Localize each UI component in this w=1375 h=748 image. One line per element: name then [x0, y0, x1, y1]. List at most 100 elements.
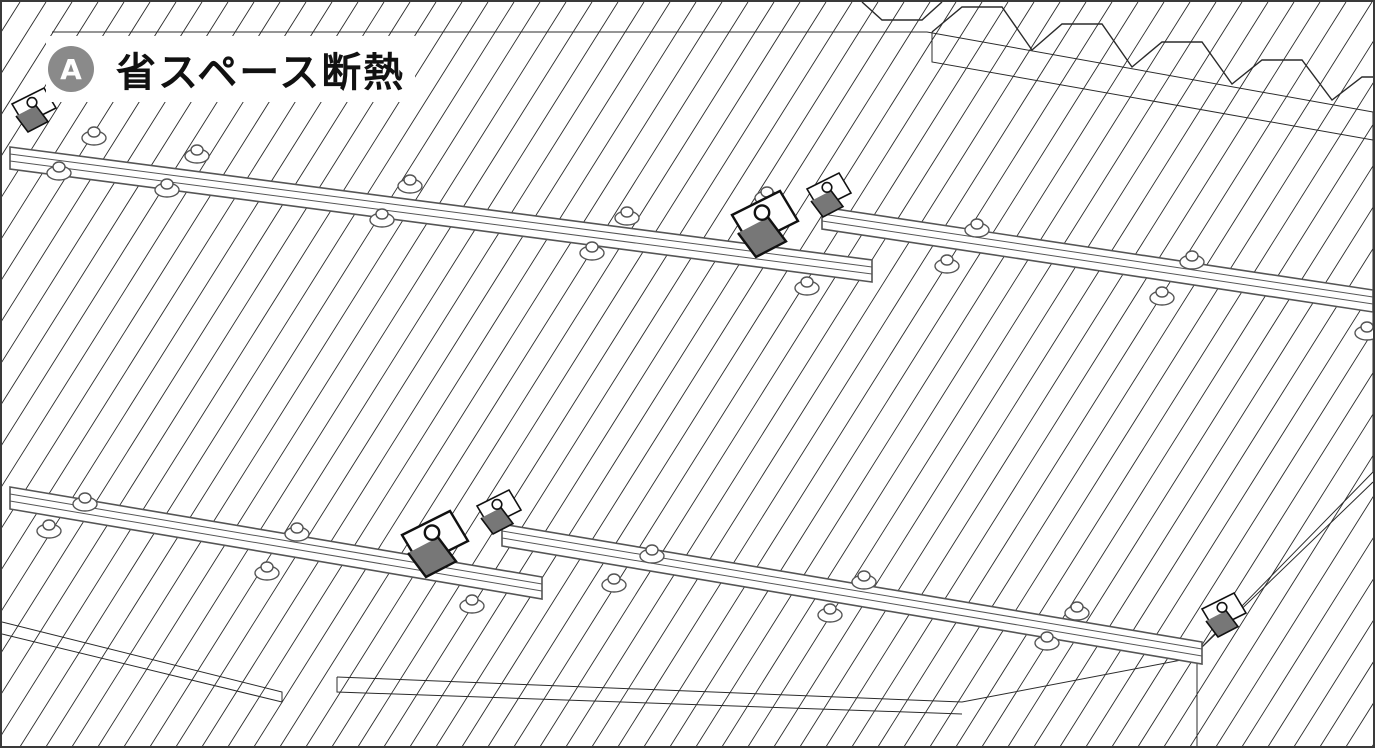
bolt-head-icon: [579, 241, 605, 261]
bolt-cap: [1155, 286, 1169, 298]
rib-line: [1111, 330, 1373, 746]
rib-line: [2, 2, 359, 570]
bolt-head-icon: [964, 218, 990, 238]
clamp-jaw: [407, 536, 458, 579]
mounting-clamp-icon: [730, 189, 800, 259]
mounting-clamp-icon: [400, 509, 470, 579]
rib-line: [799, 2, 1269, 746]
mounting-rails: [9, 146, 1373, 665]
roof-profile: [861, 2, 1373, 101]
bolt-head-icon: [369, 208, 395, 228]
rib-line: [955, 82, 1373, 746]
rib-line: [721, 2, 1191, 746]
bolt-cap: [1070, 601, 1084, 613]
bolt-cap: [78, 492, 92, 504]
rib-line: [513, 2, 983, 746]
bolt-cap: [645, 544, 659, 556]
rib-line: [1059, 247, 1373, 746]
rib-line: [1085, 289, 1373, 746]
bolt-cap: [465, 594, 479, 606]
rib-line: [357, 2, 827, 746]
rib-line: [1293, 620, 1373, 746]
rib-line: [331, 2, 801, 746]
bolt-cap: [857, 570, 871, 582]
rib-line: [747, 2, 1217, 746]
bolt-head-icon: [81, 126, 107, 146]
bolt-head-icon: [1034, 631, 1060, 651]
bolt-head-icon: [1064, 601, 1090, 621]
rib-line: [149, 2, 619, 746]
rib-line: [279, 2, 749, 746]
rail: [9, 146, 873, 283]
rib-line: [2, 2, 307, 487]
rail-groove: [9, 160, 873, 275]
rib-line: [2, 2, 229, 363]
bolt-cap: [823, 603, 837, 615]
rib-line: [2, 2, 437, 694]
rib-line: [19, 2, 489, 746]
bolt-cap: [1185, 250, 1199, 262]
rib-line: [71, 2, 541, 746]
bolt-cap: [940, 254, 954, 266]
rib-line: [461, 2, 931, 746]
bolt-head-icon: [36, 519, 62, 539]
rib-line: [2, 2, 411, 653]
rib-line: [539, 2, 1009, 746]
rib-line: [227, 2, 697, 746]
bolt-head-icon: [934, 254, 960, 274]
rib-line: [851, 2, 1321, 746]
bolt-cap: [87, 126, 101, 138]
rail: [9, 486, 543, 600]
bolt-head-icon: [397, 174, 423, 194]
bolt-cap: [260, 561, 274, 573]
rib-line: [643, 2, 1113, 746]
rib-line: [2, 2, 125, 198]
rail-body: [501, 523, 1203, 665]
bolt-cap: [970, 218, 984, 230]
mounting-clamp-icon: [10, 86, 58, 134]
clamp-bolt: [423, 524, 441, 541]
diagram-header: A 省スペース断熱: [46, 36, 416, 102]
rib-line: [591, 2, 1061, 746]
bolt-head-icon: [284, 522, 310, 542]
bolt-head-icon: [851, 570, 877, 590]
bolt-head-icon: [1179, 250, 1205, 270]
rib-line: [409, 2, 879, 746]
rib-line: [695, 2, 1165, 746]
clamp-bolt: [26, 96, 38, 108]
rail-body: [9, 486, 543, 600]
rib-line: [1345, 703, 1373, 746]
rib-line: [2, 2, 99, 156]
bolt-cap: [403, 174, 417, 186]
bolt-cap: [42, 519, 56, 531]
rib-line: [825, 2, 1295, 746]
rib-line: [877, 2, 1347, 746]
bolt-head-icon: [154, 178, 180, 198]
rail: [821, 206, 1373, 313]
rib-line: [2, 2, 385, 611]
panel-edge: [931, 32, 1373, 141]
bolt-cap: [800, 276, 814, 288]
rib-line: [435, 2, 905, 746]
rib-line: [2, 2, 281, 446]
rib-line: [201, 2, 671, 746]
bolt-head-icon: [1354, 321, 1373, 341]
rail-body: [9, 146, 873, 283]
panel-edge: [336, 656, 1198, 703]
bolt-head-icon: [794, 276, 820, 296]
clamp-jaw: [1205, 610, 1240, 639]
bolt-head-icon: [254, 561, 280, 581]
rail-groove: [821, 220, 1373, 305]
panel-edge: [2, 621, 283, 703]
rib-line: [45, 2, 515, 746]
rib-line: [253, 2, 723, 746]
rib-line: [2, 2, 333, 529]
clamp-bolt: [1216, 601, 1228, 613]
rib-line: [2, 2, 177, 280]
rib-line: [1189, 454, 1373, 746]
bolt-cap: [290, 522, 304, 534]
bolt-head-icon: [72, 492, 98, 512]
